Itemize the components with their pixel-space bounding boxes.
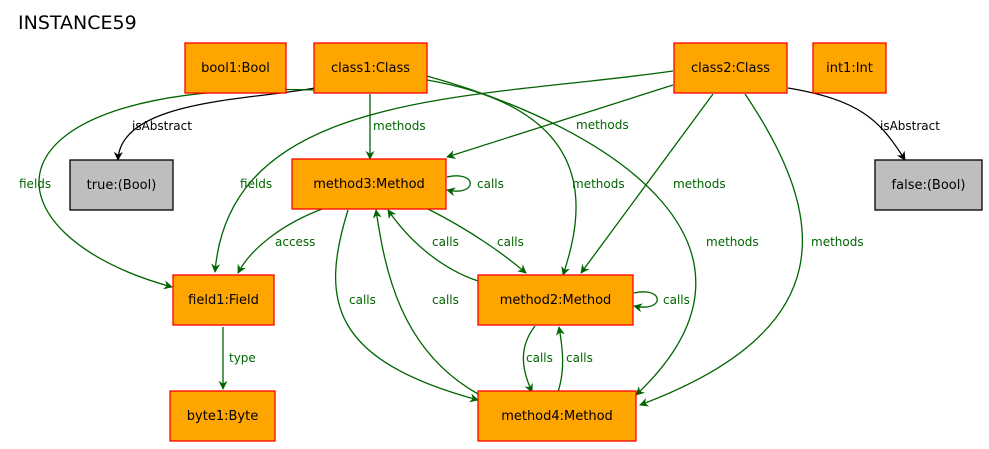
node-label-method3: method3:Method xyxy=(313,177,425,192)
edge-label-class2-methods-method3: methods xyxy=(576,118,629,132)
edge-label-class1-fields: fields xyxy=(19,177,51,191)
node-label-method4: method4:Method xyxy=(501,409,613,424)
diagram-title: INSTANCE59 xyxy=(18,12,137,34)
edge-method3-access-field1 xyxy=(237,208,323,274)
edge-class2-fields-field1 xyxy=(211,70,674,273)
edge-method2-calls-method4 xyxy=(522,325,536,393)
edge-method2-calls-self xyxy=(633,291,658,313)
edge-label-class2-isabstract: isAbstract xyxy=(880,119,940,133)
edge-label-method3-calls-method4: calls xyxy=(349,293,376,307)
node-label-method2: method2:Method xyxy=(500,293,612,308)
edge-label-method3-self-calls: calls xyxy=(477,177,504,191)
node-field1: field1:Field xyxy=(172,274,275,326)
edge-label-method4-calls-method3: calls xyxy=(432,293,459,307)
node-label-false-value: false:(Bool) xyxy=(892,178,966,193)
edge-label-method2-calls-method3: calls xyxy=(432,235,459,249)
edge-class2-methods-method2 xyxy=(580,93,714,274)
edge-label-class1-isabstract: isAbstract xyxy=(132,119,192,133)
edge-class1-methods-method4 xyxy=(426,75,697,396)
node-method4: method4:Method xyxy=(477,390,637,442)
node-false-value: false:(Bool) xyxy=(874,159,983,211)
edge-label-method2-calls-method4: calls xyxy=(526,351,553,365)
node-method3: method3:Method xyxy=(291,158,447,210)
node-int1: int1:Int xyxy=(812,42,887,94)
node-label-class1: class1:Class xyxy=(331,61,410,76)
edge-label-class1-methods-method2: methods xyxy=(572,177,625,191)
nodes: bool1:Bool class1:Class class2:Class int… xyxy=(69,42,983,442)
edges: isAbstract fields methods methods method… xyxy=(19,70,940,407)
edge-label-method3-access: access xyxy=(275,235,315,249)
node-label-byte1: byte1:Byte xyxy=(187,409,258,424)
edge-class2-methods-method3 xyxy=(446,84,674,159)
edge-label-class1-methods-method3: methods xyxy=(373,119,426,133)
edge-method3-calls-method2 xyxy=(427,208,527,274)
edge-class2-methods-method4 xyxy=(639,93,804,407)
node-class2: class2:Class xyxy=(673,42,788,94)
edge-label-field1-type: type xyxy=(229,351,256,365)
node-label-class2: class2:Class xyxy=(691,61,770,76)
edge-method2-calls-method3 xyxy=(387,209,479,282)
edge-method3-calls-method4 xyxy=(334,209,479,403)
node-bool1: bool1:Bool xyxy=(184,42,287,94)
edge-class1-fields-field1 xyxy=(38,88,316,290)
edge-label-class1-methods-method4: methods xyxy=(706,235,759,249)
edge-method3-calls-self xyxy=(446,175,471,197)
node-label-true-value: true:(Bool) xyxy=(87,178,157,193)
node-byte1: byte1:Byte xyxy=(169,390,276,442)
edge-label-method2-self-calls: calls xyxy=(663,293,690,307)
edge-label-method4-calls-method2: calls xyxy=(566,351,593,365)
edge-label-class2-methods-method4: methods xyxy=(811,235,864,249)
node-label-field1: field1:Field xyxy=(188,293,259,308)
node-label-bool1: bool1:Bool xyxy=(201,61,270,76)
edge-label-method3-calls-method2: calls xyxy=(497,235,524,249)
edge-label-class2-methods-method2: methods xyxy=(673,177,726,191)
edge-class1-isabstract-true xyxy=(113,87,316,161)
edge-method4-calls-method3 xyxy=(372,209,479,395)
edge-method4-calls-method2 xyxy=(555,326,565,393)
edge-class2-isabstract-false xyxy=(787,87,906,161)
node-label-int1: int1:Int xyxy=(826,61,873,76)
edge-label-class2-fields: fields xyxy=(240,177,272,191)
node-class1: class1:Class xyxy=(313,42,428,94)
node-method2: method2:Method xyxy=(477,274,634,326)
node-true-value: true:(Bool) xyxy=(69,159,174,211)
